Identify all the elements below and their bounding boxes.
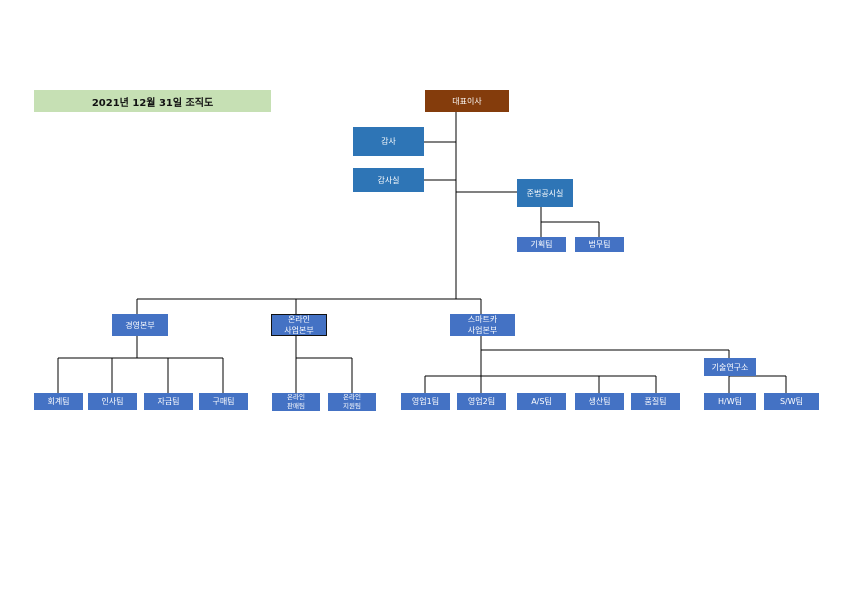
node-online-sales: 온라인 판매팀 <box>272 393 320 411</box>
node-purchasing: 구매팀 <box>199 393 248 410</box>
node-online-hq: 온라인 사업본부 <box>271 314 327 336</box>
node-sales2: 영업2팀 <box>457 393 506 410</box>
node-hw-team: H/W팀 <box>704 393 756 410</box>
node-audit: 감사 <box>353 127 424 156</box>
node-production: 생산팀 <box>575 393 624 410</box>
node-sw-team: S/W팀 <box>764 393 819 410</box>
node-ceo: 대표이사 <box>425 90 509 112</box>
node-accounting: 회계팀 <box>34 393 83 410</box>
org-chart-title: 2021년 12월 31일 조직도 <box>34 90 271 112</box>
node-rnd-center: 기술연구소 <box>704 358 756 376</box>
node-management-hq: 경영본부 <box>112 314 168 336</box>
node-online-support: 온라인 지원팀 <box>328 393 376 411</box>
node-quality: 품질팀 <box>631 393 680 410</box>
node-planning: 기획팀 <box>517 237 566 252</box>
node-as-team: A/S팀 <box>517 393 566 410</box>
node-compliance: 준법공시실 <box>517 179 573 207</box>
node-smartcar-hq: 스마트카 사업본부 <box>450 314 515 336</box>
node-hr: 인사팀 <box>88 393 137 410</box>
node-finance: 자금팀 <box>144 393 193 410</box>
node-legal: 법무팀 <box>575 237 624 252</box>
node-audit-office: 감사실 <box>353 168 424 192</box>
node-sales1: 영업1팀 <box>401 393 450 410</box>
